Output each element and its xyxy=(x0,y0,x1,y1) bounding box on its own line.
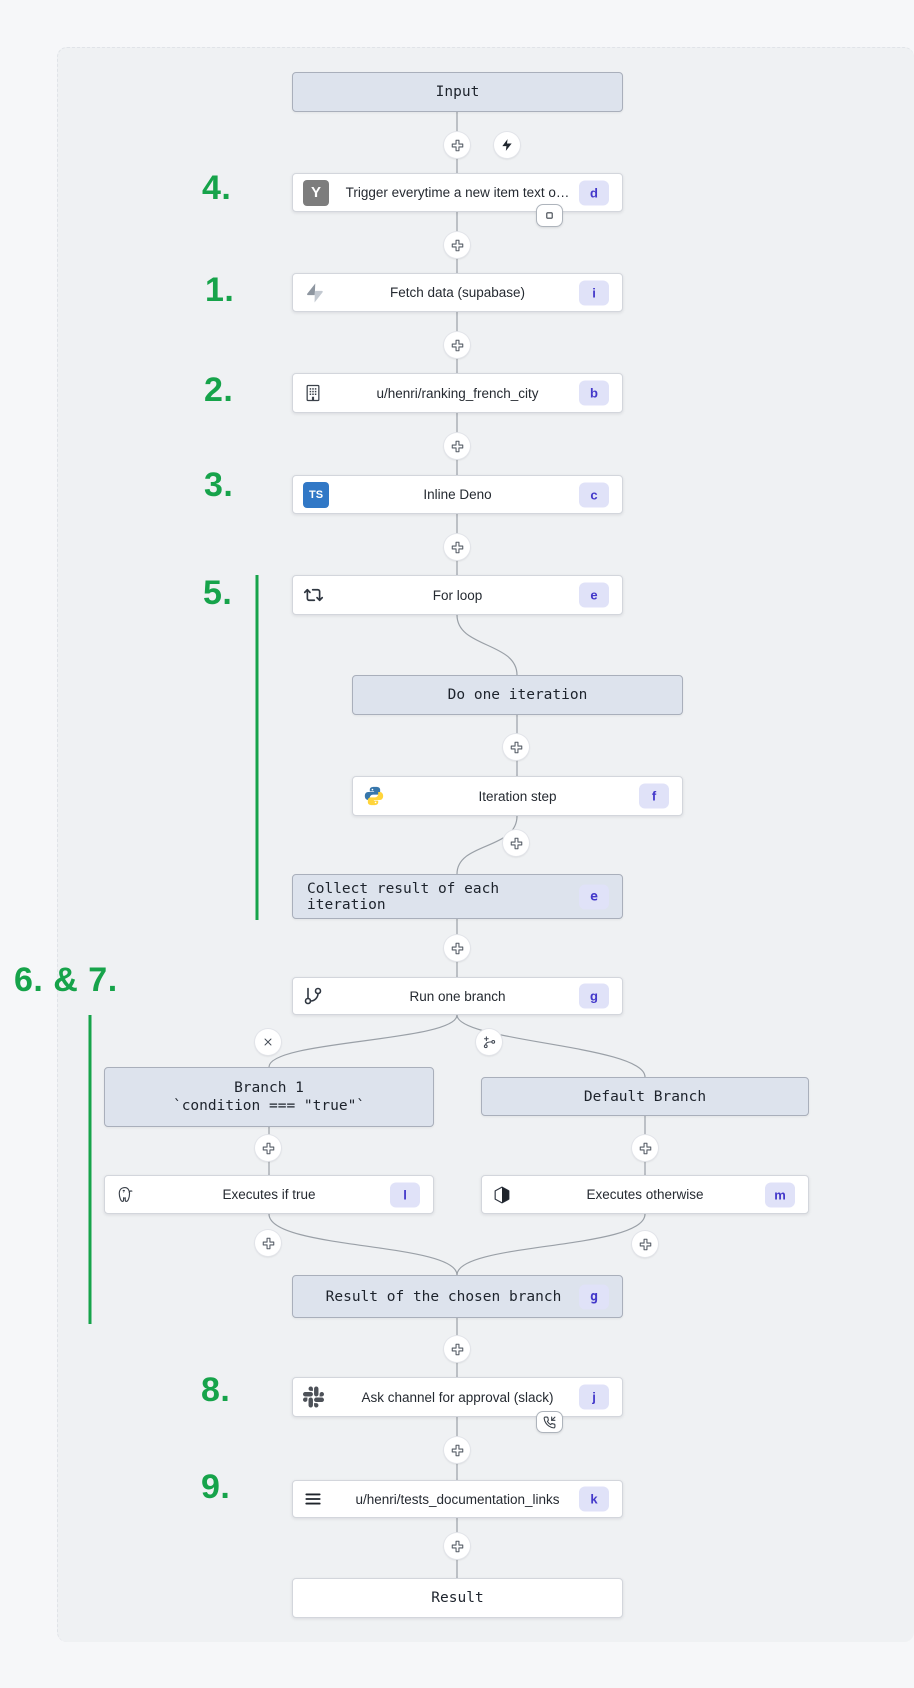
add-step-button[interactable] xyxy=(444,1336,470,1362)
flow-node-result-chosen-branch[interactable]: Result of the chosen branch g xyxy=(292,1275,623,1318)
node-label: Collect result of each iteration xyxy=(307,880,500,913)
node-label: Executes otherwise xyxy=(586,1187,704,1202)
node-id-badge: i xyxy=(579,280,609,305)
annotation-step-2: 2. xyxy=(204,371,234,409)
branch-label: Branch 1 xyxy=(234,1080,304,1096)
early-stop-button[interactable] xyxy=(536,204,563,227)
annotation-step-3: 3. xyxy=(204,466,234,504)
flow-node-fetch-data[interactable]: Fetch data (supabase) i xyxy=(292,273,623,312)
add-branch-button[interactable] xyxy=(476,1029,502,1055)
add-step-button[interactable] xyxy=(444,433,470,459)
annotation-step-9: 9. xyxy=(201,1468,231,1506)
branch-plus-icon xyxy=(483,1035,495,1048)
annotation-step-4: 4. xyxy=(202,169,232,207)
node-id-badge: e xyxy=(579,884,609,909)
node-label: Default Branch xyxy=(583,1088,707,1105)
add-step-button[interactable] xyxy=(444,935,470,961)
add-step-button[interactable] xyxy=(444,534,470,560)
building-icon xyxy=(303,383,323,403)
flow-node-ranking-french-city[interactable]: u/henri/ranking_french_city b xyxy=(292,373,623,413)
node-label: Do one iteration xyxy=(447,687,588,703)
flow-node-tests-documentation-links[interactable]: u/henri/tests_documentation_links k xyxy=(292,1480,623,1518)
annotation-step-8: 8. xyxy=(201,1371,231,1409)
add-step-button[interactable] xyxy=(444,332,470,358)
node-id-badge: b xyxy=(579,380,609,406)
trigger-lightning-button[interactable] xyxy=(494,132,520,158)
add-step-button[interactable] xyxy=(444,232,470,258)
add-step-button[interactable] xyxy=(503,734,529,760)
postgresql-icon xyxy=(115,1184,136,1205)
flow-node-input[interactable]: Input xyxy=(292,72,623,112)
typescript-icon: TS xyxy=(303,481,329,508)
node-label: For loop xyxy=(432,587,483,603)
flow-node-iteration-step[interactable]: Iteration step f xyxy=(352,776,683,816)
cube-icon xyxy=(492,1185,512,1205)
add-step-button[interactable] xyxy=(503,830,529,856)
hackernews-icon: Y xyxy=(303,179,329,206)
node-label: Fetch data (supabase) xyxy=(389,285,526,300)
annotation-step-1: 1. xyxy=(205,271,235,309)
git-branch-icon xyxy=(303,986,323,1006)
supabase-icon xyxy=(303,282,325,304)
add-step-button[interactable] xyxy=(255,1230,281,1256)
repeat-icon xyxy=(303,585,324,606)
node-id-badge: e xyxy=(579,582,609,608)
python-icon xyxy=(363,785,385,807)
node-label: Iteration step xyxy=(478,788,557,804)
node-id-badge: l xyxy=(390,1182,420,1207)
node-label: Result xyxy=(431,1590,484,1606)
flow-node-branch-1[interactable]: Branch 1 `condition === "true"` xyxy=(104,1067,434,1127)
square-icon xyxy=(546,212,553,219)
flow-node-slack-approval[interactable]: Ask channel for approval (slack) j xyxy=(292,1377,623,1417)
node-id-badge: g xyxy=(579,983,609,1009)
node-label: Inline Deno xyxy=(423,487,492,502)
menu-lines-icon xyxy=(303,1489,323,1509)
node-label: Trigger everytime a new item text o… xyxy=(345,185,570,200)
flow-node-run-one-branch[interactable]: Run one branch g xyxy=(292,977,623,1015)
node-label: u/henri/ranking_french_city xyxy=(376,385,539,401)
flow-node-result[interactable]: Result xyxy=(292,1578,623,1618)
branch-condition: `condition === "true"` xyxy=(172,1098,366,1114)
node-id-badge: c xyxy=(579,482,609,507)
add-step-button[interactable] xyxy=(255,1135,281,1161)
node-label: Run one branch xyxy=(409,988,506,1004)
node-id-badge: f xyxy=(639,783,669,809)
node-id-badge: m xyxy=(765,1182,795,1207)
flow-node-trigger[interactable]: Y Trigger everytime a new item text o… d xyxy=(292,173,623,212)
node-label: u/henri/tests_documentation_links xyxy=(355,1491,560,1507)
node-label: Ask channel for approval (slack) xyxy=(361,1389,554,1405)
node-id-badge: k xyxy=(579,1486,609,1512)
add-step-button[interactable] xyxy=(632,1231,658,1257)
add-step-button[interactable] xyxy=(632,1135,658,1161)
node-id-badge: d xyxy=(579,180,609,205)
node-label: Executes if true xyxy=(222,1187,316,1202)
flow-node-executes-if-true[interactable]: Executes if true l xyxy=(104,1175,434,1214)
flow-node-executes-otherwise[interactable]: Executes otherwise m xyxy=(481,1175,809,1214)
lightning-icon xyxy=(502,139,512,151)
flow-node-inline-deno[interactable]: TS Inline Deno c xyxy=(292,475,623,514)
flow-node-do-one-iteration[interactable]: Do one iteration xyxy=(352,675,683,715)
annotation-step-6-7: 6. & 7. xyxy=(14,961,118,999)
flow-node-for-loop[interactable]: For loop e xyxy=(292,575,623,615)
node-label: Input xyxy=(435,84,480,100)
node-label: Result of the chosen branch xyxy=(325,1288,562,1305)
add-step-button[interactable] xyxy=(444,1533,470,1559)
node-id-badge: j xyxy=(579,1384,609,1410)
close-icon xyxy=(264,1038,272,1046)
flow-node-default-branch[interactable]: Default Branch xyxy=(481,1077,809,1116)
flow-node-collect-result[interactable]: Collect result of each iteration e xyxy=(292,874,623,919)
phone-incoming-icon xyxy=(543,1416,556,1428)
add-step-button[interactable] xyxy=(444,132,470,158)
slack-icon xyxy=(303,1386,324,1408)
node-id-badge: g xyxy=(579,1284,609,1309)
add-step-button[interactable] xyxy=(444,1437,470,1463)
suspend-approval-button[interactable] xyxy=(536,1411,563,1433)
remove-branch-button[interactable] xyxy=(255,1029,281,1055)
annotation-step-5: 5. xyxy=(203,574,233,612)
